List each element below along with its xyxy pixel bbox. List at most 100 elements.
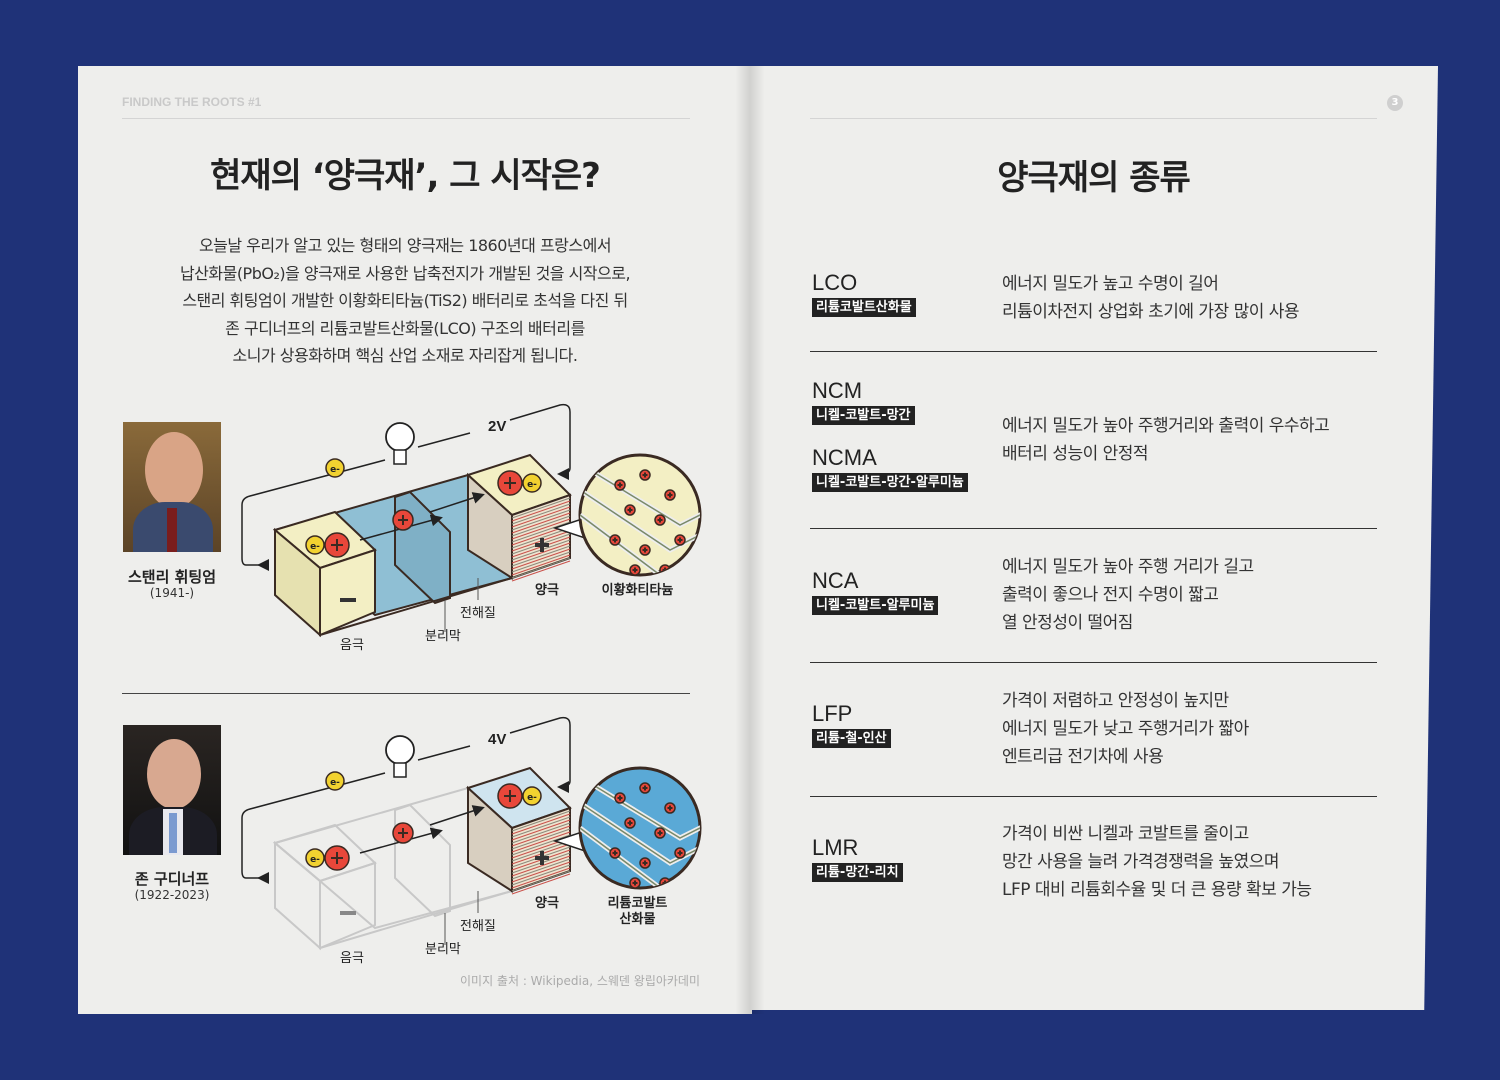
lithium-ion-icon [614, 792, 626, 804]
person-name: 존 구디너프 [134, 870, 210, 888]
circuit-wire [417, 716, 570, 787]
series-label: FINDING THE ROOTS #1 [122, 95, 262, 109]
image-credit: 이미지 출처 : Wikipedia, 스웨덴 왕립아카데미 [460, 974, 701, 988]
svg-text:e-: e- [527, 480, 537, 490]
lithium-ion-icon [324, 532, 350, 558]
type-description: 에너지 밀도가 높아 주행 거리가 길고 출력이 좋으나 전지 수명이 짧고 열… [1002, 553, 1254, 637]
right-page [750, 66, 1438, 1010]
cathode-material-label: 이황화티타늄 [601, 583, 674, 598]
anode-block [272, 823, 377, 951]
separator [394, 803, 451, 918]
lithium-ion-icon [639, 544, 651, 556]
cathode-label: 양극 [535, 583, 559, 598]
type-name-tag: 니켈-코발트-망간 [812, 406, 915, 425]
minus-sign [340, 911, 356, 915]
desc-line: 망간 사용을 늘려 가격경쟁력을 높였으며 [1002, 852, 1280, 872]
plus-sign [535, 851, 549, 865]
electrolyte-label: 전해질 [460, 919, 496, 934]
lithium-ion-icon [624, 504, 636, 516]
magnified-cathode-structure [578, 766, 702, 890]
desc-line: 에너지 밀도가 높고 수명이 길어 [1002, 274, 1219, 294]
circuit-wire [241, 459, 386, 571]
lithium-ion-icon [629, 564, 641, 575]
desc-line: LFP 대비 리튬회수율 및 더 큰 용량 확보 가능 [1002, 880, 1312, 900]
electron-icon: e- [522, 473, 542, 493]
voltage-label: 4V [488, 731, 506, 748]
header-rule [122, 118, 690, 119]
divider [810, 796, 1377, 797]
lithium-ion-icon [639, 469, 651, 481]
lithium-ion-icon [664, 802, 676, 814]
type-code: NCMA [812, 445, 877, 470]
goodenough-photo [123, 725, 221, 855]
lithium-ion-icon [639, 782, 651, 794]
type-name-tag: 니켈-코발트-알루미늄 [812, 596, 939, 615]
lithium-ion-icon [609, 534, 621, 546]
lithium-ion-icon [674, 847, 686, 859]
type-ncm: NCM 니켈-코발트-망간 NCMA 니켈-코발트-망간-알루미늄 [812, 378, 1377, 492]
separator-label: 분리막 [425, 629, 461, 644]
desc-line: 리튬이차전지 상업화 초기에 가장 많이 사용 [1002, 302, 1300, 322]
light-bulb-icon [385, 422, 415, 465]
desc-line: 출력이 좋으나 전지 수명이 짧고 [1002, 585, 1219, 605]
voltage-label: 2V [488, 418, 506, 435]
whittingham-photo [123, 422, 221, 552]
desc-line: 에너지 밀도가 높아 주행거리와 출력이 우수하고 [1002, 416, 1330, 436]
minus-sign [340, 598, 356, 602]
desc-line: 에너지 밀도가 낮고 주행거리가 짧아 [1002, 719, 1249, 739]
anode-block [272, 510, 377, 638]
type-code: LMR [812, 835, 859, 860]
type-lco: LCO 리튬코발트산화물 [812, 270, 1377, 317]
svg-text:e-: e- [310, 855, 320, 865]
desc-line: 열 안정성이 떨어짐 [1002, 613, 1133, 633]
person-years: (1922-2023) [134, 888, 210, 902]
electron-icon: e- [325, 771, 345, 791]
type-description: 에너지 밀도가 높아 주행거리와 출력이 우수하고 배터리 성능이 안정적 [1002, 412, 1330, 468]
cathode-material-label: 리튬코발트 산화물 [607, 896, 668, 927]
person-years: (1941-) [149, 586, 195, 600]
anode-label: 음극 [340, 638, 364, 653]
intro-line: 납산화물(PbO₂)을 양극재로 사용한 납축전지가 개발된 것을 시작으로, [179, 263, 631, 283]
lithium-ion-icon [392, 509, 414, 531]
type-code: LCO [812, 270, 858, 295]
battery-svg: e- e-e- 4V [241, 716, 702, 951]
light-bulb-icon [385, 735, 415, 778]
lithium-ion-icon [664, 489, 676, 501]
lithium-ion-icon [609, 847, 621, 859]
type-code: NCM [812, 378, 863, 403]
right-title: 양극재의 종류 [997, 158, 1191, 198]
intro-line: 오늘날 우리가 알고 있는 형태의 양극재는 1860년대 프랑스에서 [198, 236, 612, 255]
left-title: 현재의 ‘양극재’, 그 시작은? [210, 156, 601, 196]
intro-line: 존 구디너프의 리튬코발트산화물(LCO) 구조의 배터리를 [225, 318, 585, 338]
svg-text:e-: e- [527, 793, 537, 803]
divider [810, 351, 1377, 352]
page-number: 3 [1387, 95, 1403, 111]
desc-line: 가격이 비싼 니켈과 코발트를 줄이고 [1002, 824, 1249, 844]
cathode-block [466, 453, 572, 582]
divider [810, 662, 1377, 663]
cathode-block [466, 766, 572, 895]
cathode-label: 양극 [535, 896, 559, 911]
type-nca: NCA 니켈-코발트-알루미늄 [812, 568, 1377, 615]
type-lmr: LMR 리튬-망간-리치 [812, 835, 1377, 882]
intro-text: 오늘날 우리가 알고 있는 형태의 양극재는 1860년대 프랑스에서 납산화물… [140, 232, 670, 370]
lithium-ion-icon [324, 845, 350, 871]
type-code: NCA [812, 568, 859, 593]
type-name-tag: 리튬코발트산화물 [812, 298, 916, 317]
book-gutter [735, 66, 765, 1014]
electrolyte-label: 전해질 [460, 606, 496, 621]
lithium-ion-icon [624, 817, 636, 829]
electron-icon: e- [325, 458, 345, 478]
desc-line: 에너지 밀도가 높아 주행 거리가 길고 [1002, 557, 1254, 577]
battery-diagram-lco: e- e-e- 4V 음극 분리막 전해질 양극 리튬코발트 산화물 [240, 713, 710, 973]
electron-icon: e- [305, 535, 325, 555]
lithium-ion-icon [497, 783, 523, 809]
type-description: 가격이 비싼 니켈과 코발트를 줄이고 망간 사용을 늘려 가격경쟁력을 높였으… [1002, 820, 1312, 904]
intro-line: 소니가 상용화하며 핵심 산업 소재로 자리잡게 됩니다. [232, 346, 578, 365]
person-name: 스탠리 휘팅엄 [127, 568, 217, 586]
type-code: LFP [812, 701, 853, 726]
lithium-ion-icon [654, 514, 666, 526]
lithium-ion-icon [614, 479, 626, 491]
electron-icon: e- [522, 786, 542, 806]
circuit-wire [241, 772, 386, 884]
